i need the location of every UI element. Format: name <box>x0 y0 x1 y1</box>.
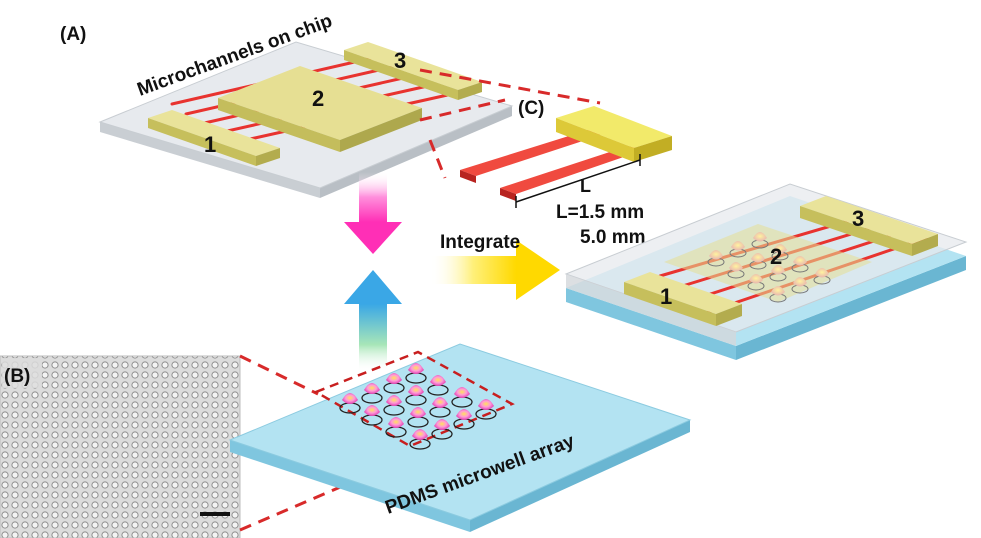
top-marker-1: 1 <box>204 132 216 157</box>
top-marker-3: 3 <box>394 48 406 73</box>
detail-channel-1-side <box>460 170 476 183</box>
integrate-arrow <box>430 240 560 300</box>
microwell-cell <box>453 409 475 430</box>
top-marker-2: 2 <box>312 86 324 111</box>
integrated-marker-2: 2 <box>770 244 782 269</box>
pdms-side-right <box>470 420 690 532</box>
top-pad-1 <box>148 110 280 166</box>
down-arrow-pink <box>344 172 402 254</box>
integrated-cell <box>769 265 787 282</box>
integrated-cell <box>813 268 831 285</box>
microwell-cell <box>451 387 473 408</box>
panel-a-label: (A) <box>60 24 86 45</box>
zoom-lines-c <box>419 68 601 179</box>
microwell-cell <box>409 429 431 450</box>
integrated-cell <box>729 241 747 258</box>
integrated-cell <box>707 250 725 267</box>
integrated-pad-2 <box>664 224 872 302</box>
pdms-selection-box <box>313 350 515 448</box>
microwell-cell <box>407 407 429 428</box>
panel-b-label-bg <box>2 358 42 388</box>
microwell-cell <box>383 373 405 394</box>
pdms-surface <box>228 343 692 521</box>
microwell-cell <box>405 385 427 406</box>
length-value-2: 5.0 mm <box>580 227 645 248</box>
pdms-microwell-chip <box>228 343 692 532</box>
integrated-cell <box>791 256 809 273</box>
up-arrow-blue <box>344 270 402 372</box>
detail-pad-side <box>634 136 672 162</box>
integrated-base-side-right <box>736 256 966 360</box>
microwell-cell <box>475 399 497 420</box>
integrate-label: Integrate <box>440 232 520 253</box>
microwell-cell <box>431 419 453 440</box>
pdms-cell-array <box>339 363 497 450</box>
microwell-cell <box>405 363 427 384</box>
integrated-cell <box>751 232 769 249</box>
integrated-pad-1 <box>624 272 742 326</box>
integrated-marker-3: 3 <box>852 206 864 231</box>
microwell-cell <box>427 375 449 396</box>
detail-pad-top <box>556 106 672 148</box>
panel-b-label: (B) <box>4 366 30 387</box>
microwell-cell <box>385 417 407 438</box>
integrated-cell <box>791 277 809 294</box>
integrated-cells <box>707 232 831 303</box>
top-chip-side-left <box>100 122 320 198</box>
top-pad-3 <box>344 42 482 100</box>
microwell-cell <box>361 383 383 404</box>
integrated-pad-3 <box>800 196 938 256</box>
microwell-cell <box>429 397 451 418</box>
microwell-cell <box>383 395 405 416</box>
top-microchannel-chip: 1 2 3 <box>98 41 514 198</box>
detail-channel-2-side <box>500 188 516 201</box>
length-dimension-line <box>515 159 641 203</box>
integrated-base-side-left <box>566 288 736 360</box>
detail-pad-front <box>556 118 634 162</box>
microwell-cell <box>339 393 361 414</box>
integrated-marker-1: 1 <box>660 284 672 309</box>
integrated-glass-side <box>566 274 736 346</box>
integrated-cell <box>749 253 767 270</box>
integrated-cell <box>747 274 765 291</box>
microwell-cell <box>361 405 383 426</box>
detail-channel-1-top <box>460 130 604 176</box>
detail-c: (C) L L=1.5 mm 5.0 mm <box>460 98 672 248</box>
pdms-side-left <box>230 440 470 532</box>
integrated-device: 1 2 3 <box>564 183 968 360</box>
integrated-cell <box>771 244 789 261</box>
scale-bar <box>200 512 230 516</box>
integrated-cell <box>727 262 745 279</box>
length-symbol: L <box>580 176 591 196</box>
top-pad-2 <box>218 66 422 152</box>
detail-channel-2-top <box>500 146 644 194</box>
panel-c-label: (C) <box>518 98 544 119</box>
integrated-cell <box>769 286 787 303</box>
length-value-1: L=1.5 mm <box>556 202 644 223</box>
